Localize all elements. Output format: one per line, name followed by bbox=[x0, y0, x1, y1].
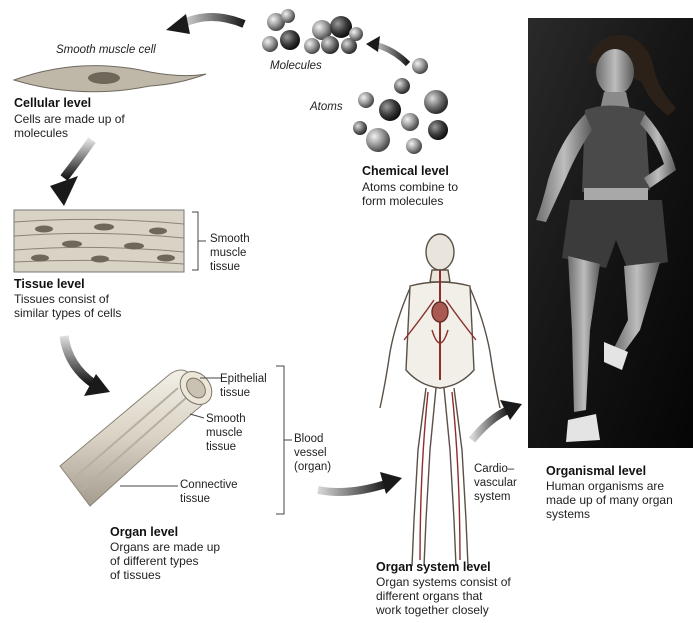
smooth-muscle-tissue-illustration bbox=[14, 210, 206, 272]
arrow-cell-to-tissue bbox=[50, 140, 92, 206]
arrow-system-to-organism bbox=[472, 400, 522, 440]
molecules-label: Molecules bbox=[270, 60, 322, 72]
smooth-muscle-cell bbox=[14, 66, 206, 92]
chemical-level-heading: Chemical level bbox=[362, 164, 449, 178]
connective-tissue-label: Connective tissue bbox=[180, 478, 238, 506]
atoms-label: Atoms bbox=[310, 101, 343, 113]
smooth-muscle-cell-label: Smooth muscle cell bbox=[56, 44, 156, 56]
cardiovascular-system-label: Cardio– vascular system bbox=[474, 462, 517, 504]
arrow-molecules-to-cell bbox=[166, 14, 244, 34]
cellular-level-description: Cells are made up of molecules bbox=[14, 112, 125, 140]
organismal-level-heading: Organismal level bbox=[546, 464, 646, 478]
arrow-organ-to-system bbox=[318, 472, 402, 494]
organ-smooth-muscle-label: Smooth muscle tissue bbox=[206, 412, 246, 454]
runner-photo bbox=[528, 18, 693, 448]
organ-system-level-description: Organ systems consist of different organ… bbox=[376, 575, 511, 617]
cardiovascular-system-figure bbox=[380, 234, 500, 566]
chemical-level-description: Atoms combine to form molecules bbox=[362, 180, 458, 208]
organismal-level-description: Human organisms are made up of many orga… bbox=[546, 479, 673, 521]
cellular-level-heading: Cellular level bbox=[14, 96, 91, 110]
tissue-level-description: Tissues consist of similar types of cell… bbox=[14, 292, 121, 320]
blood-vessel-label: Blood vessel (organ) bbox=[294, 432, 331, 474]
organ-system-level-heading: Organ system level bbox=[376, 560, 491, 574]
arrow-atoms-to-molecules bbox=[366, 36, 408, 64]
smooth-muscle-tissue-label: Smooth muscle tissue bbox=[210, 232, 250, 274]
arrow-tissue-to-organ bbox=[64, 336, 110, 396]
epithelial-tissue-label: Epithelial tissue bbox=[220, 372, 267, 400]
organ-level-heading: Organ level bbox=[110, 525, 178, 539]
tissue-level-heading: Tissue level bbox=[14, 277, 85, 291]
atoms-cluster bbox=[353, 58, 448, 154]
organ-level-description: Organs are made up of different types of… bbox=[110, 540, 220, 582]
molecules-cluster bbox=[262, 9, 363, 54]
